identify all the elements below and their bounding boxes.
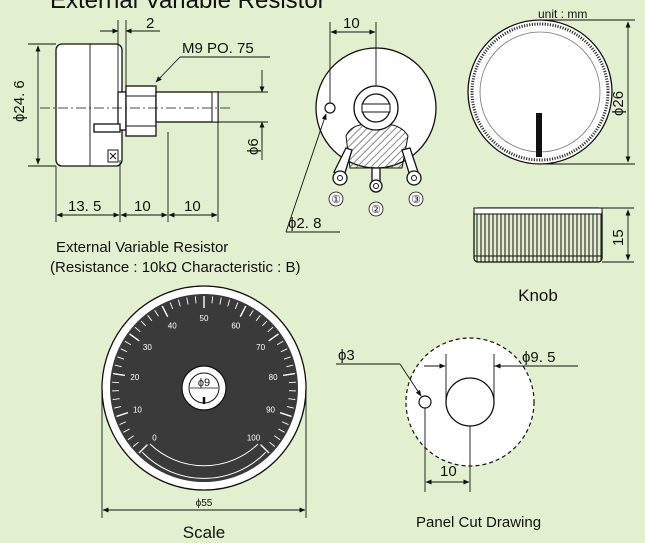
scale-tick	[177, 299, 181, 307]
scale-tick	[169, 302, 174, 310]
panel-main-hole	[445, 377, 495, 427]
thread-label: M9 PO. 75	[182, 40, 254, 57]
scale-tick	[278, 428, 285, 433]
scale-tick	[154, 310, 159, 317]
scale-tick	[140, 320, 147, 327]
dim-13-5: 13. 5	[68, 198, 101, 215]
scale-tick-label: 30	[143, 343, 152, 352]
scale-tick	[282, 372, 295, 377]
scale-tick	[249, 310, 254, 317]
scale-outer-diameter: ϕ55	[196, 498, 213, 509]
scale-tick-label: 40	[168, 322, 177, 331]
scale-dial: 0 10 20 30 40 50 60 70 80 90 100	[101, 285, 307, 491]
dim-10-a: 10	[134, 198, 151, 215]
scale-tick-label: 80	[269, 373, 278, 382]
scale-tick	[274, 435, 281, 441]
scale-tick	[281, 421, 289, 425]
scale-tick	[288, 398, 296, 400]
scale-tick-label: 50	[200, 314, 209, 323]
terminal-2: ②	[371, 204, 381, 216]
scale-tick	[114, 364, 122, 368]
scale-tick	[279, 412, 292, 418]
resistor-caption: External Variable Resistor	[56, 239, 228, 256]
scale-tick	[255, 315, 261, 322]
scale-tick-label: 90	[266, 406, 275, 415]
terminal-3: ③	[411, 194, 421, 206]
scale-tick	[116, 412, 129, 418]
scale-tick	[138, 444, 148, 454]
scale-tick	[239, 305, 247, 318]
panel-small-hole-dia: ϕ3	[338, 347, 355, 364]
scale-tick	[268, 333, 279, 342]
scale-tick-label: 20	[130, 373, 139, 382]
scale-tick	[261, 320, 268, 327]
scale-tick	[112, 398, 120, 400]
panel-caption: Panel Cut Drawing	[416, 514, 541, 531]
scale-tick	[117, 356, 125, 360]
dim-body-diameter: ϕ24. 6	[11, 80, 28, 122]
scale-tick	[286, 364, 294, 368]
scale-tick	[113, 372, 126, 377]
scale-tick	[120, 348, 128, 353]
resistor-body	[55, 43, 123, 167]
scale-tick	[286, 406, 294, 409]
scale-tick	[276, 340, 284, 346]
scale-tick	[119, 421, 127, 425]
scale-tick-label: 70	[256, 343, 265, 352]
scale-tick	[269, 441, 276, 447]
scale-tick	[186, 297, 189, 305]
scale-tick	[280, 348, 288, 353]
scale-tick	[129, 333, 140, 342]
scale-tick	[124, 340, 132, 346]
threaded-bushing	[125, 85, 157, 137]
terminal-1: ①	[331, 194, 341, 206]
scale-tick	[123, 428, 130, 433]
panel-big-hole-dia: ϕ9. 5	[522, 349, 555, 366]
page-title: External Variable Resistor	[50, 0, 326, 14]
panel-offset: 10	[440, 463, 457, 480]
unit-label: unit : mm	[538, 7, 587, 21]
scale-tick	[234, 302, 239, 310]
scale-tick-label: 0	[152, 433, 157, 442]
scale-tick	[147, 315, 153, 322]
dim-2: 2	[146, 15, 154, 32]
front-dim-10: 10	[343, 15, 360, 32]
knob-caption: Knob	[518, 286, 558, 305]
scale-tick	[134, 326, 141, 333]
scale-tick	[227, 299, 231, 307]
panel-small-hole	[418, 395, 432, 409]
scale-tick	[283, 356, 291, 360]
knob-height: 15	[610, 229, 627, 246]
scale-tick	[194, 296, 197, 304]
dim-10-b: 10	[184, 198, 201, 215]
scale-caption: Scale	[183, 523, 226, 542]
scale-tick	[211, 296, 214, 304]
resistor-spec: (Resistance : 10kΩ Characteristic : B)	[50, 259, 300, 276]
scale-tick	[161, 305, 169, 318]
knob-side-view	[473, 207, 603, 263]
scale-tick-label: 100	[247, 433, 261, 442]
scale-tick	[267, 326, 274, 333]
scale-tick	[260, 444, 270, 454]
dim-hole-diameter: ϕ2. 8	[288, 215, 321, 232]
scale-tick	[132, 441, 139, 447]
scale-labels: 0 10 20 30 40 50 60 70 80 90 100	[130, 314, 278, 442]
knob-pointer	[536, 113, 542, 157]
scale-tick	[127, 435, 134, 441]
knob-diameter: ϕ26	[610, 91, 627, 116]
resistor-front-view	[315, 47, 437, 193]
resistor-side-view	[40, 43, 230, 167]
scale-tick-label: 60	[231, 322, 240, 331]
scale-tick	[114, 406, 122, 409]
shaft	[155, 91, 219, 123]
scale-tick	[219, 297, 222, 305]
scale-ticks	[112, 296, 296, 454]
scale-tick-label: 10	[133, 406, 142, 415]
scale-center-diameter: ϕ9	[198, 377, 210, 389]
dim-shaft-diameter: ϕ6	[245, 138, 262, 155]
knob-top-view	[467, 19, 613, 165]
anti-rotation-hole	[324, 102, 336, 114]
